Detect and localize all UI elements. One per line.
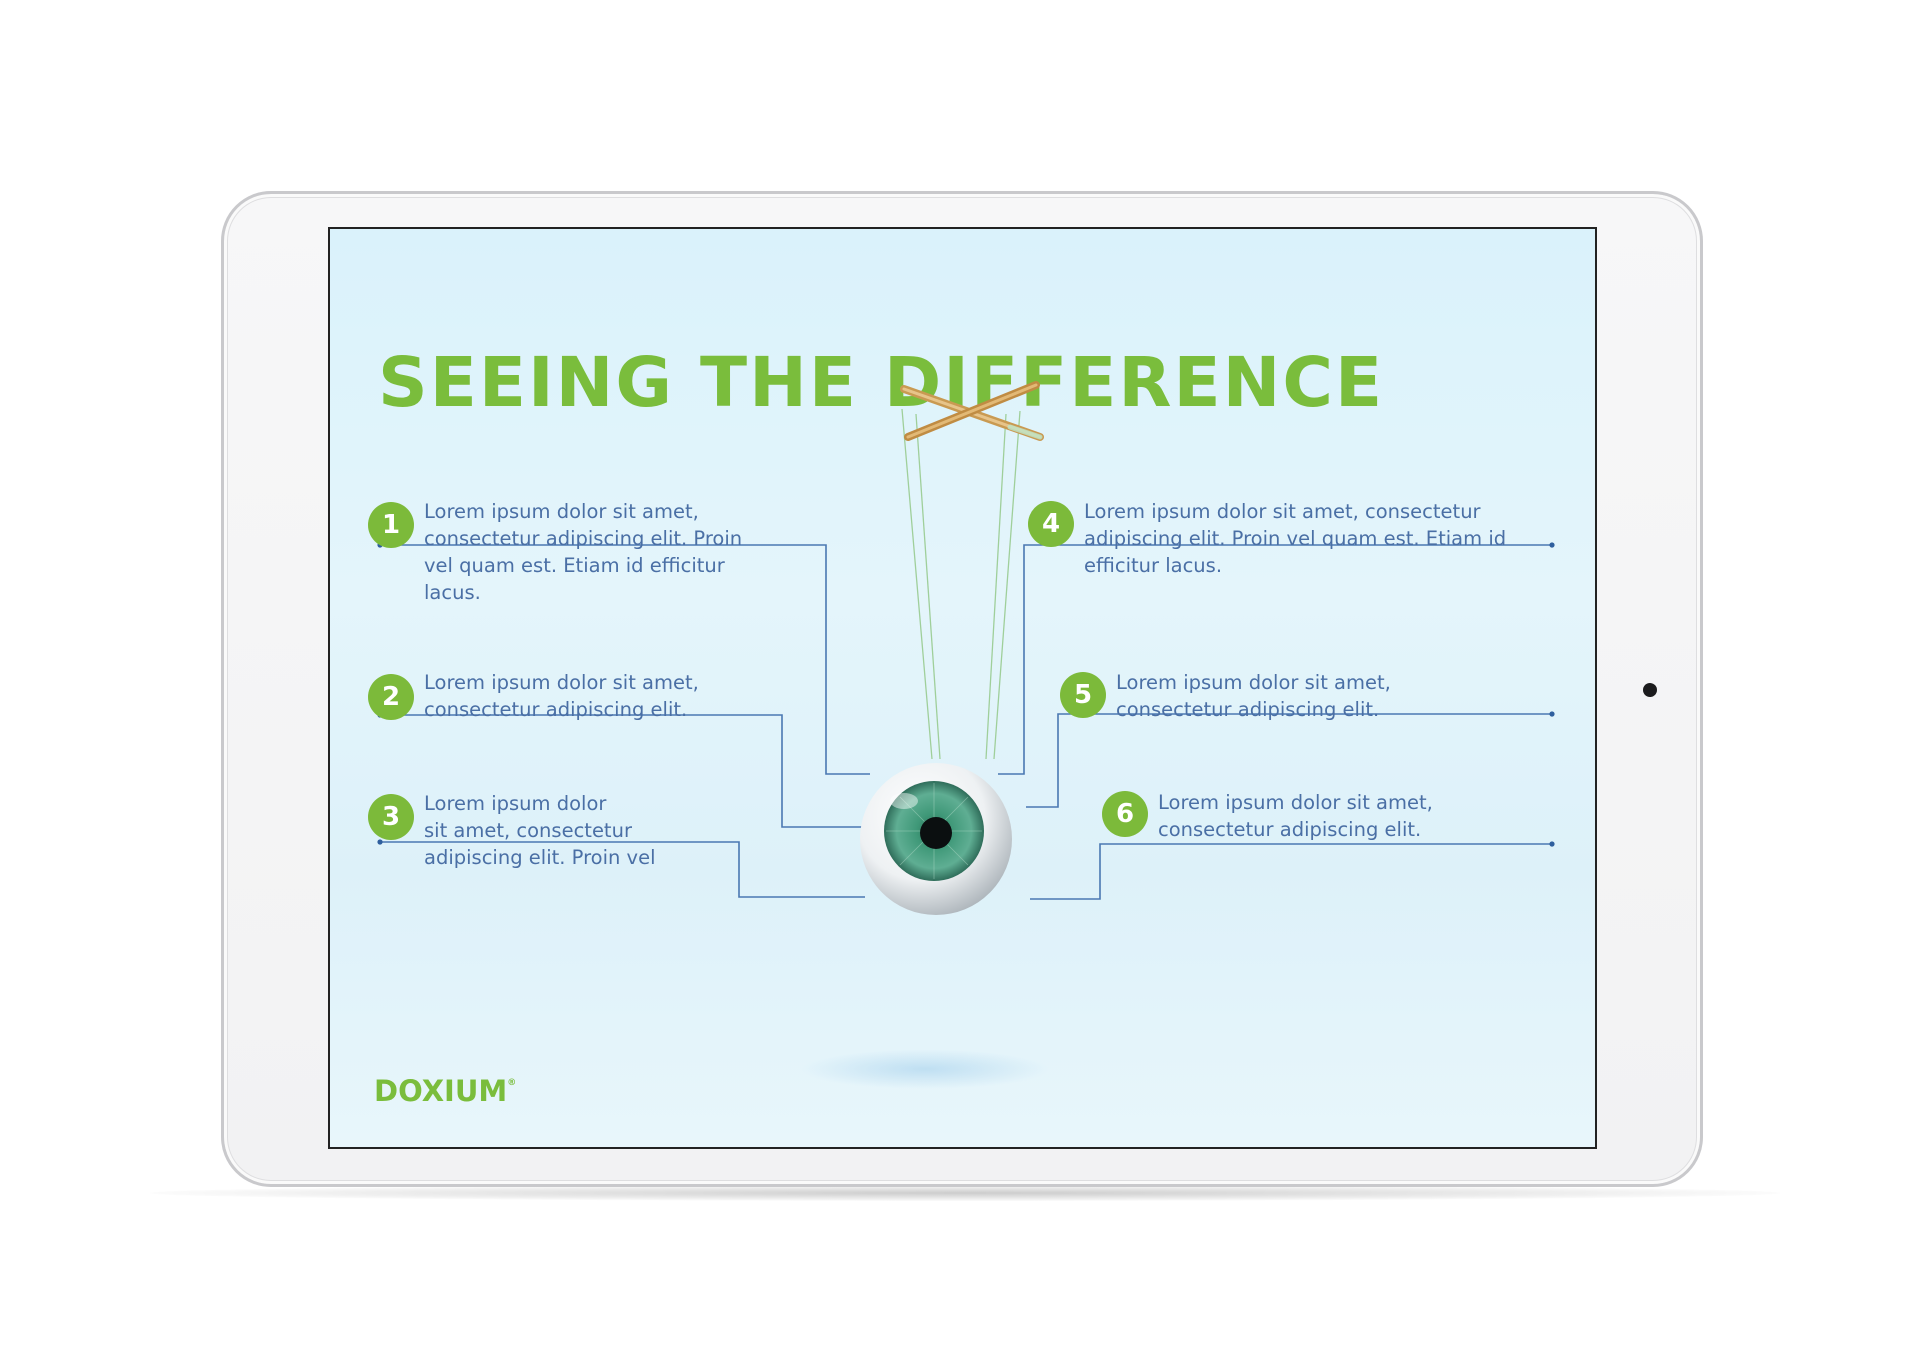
connector-5: [1026, 713, 1552, 808]
doxium-logo: DOXIUM®: [374, 1077, 516, 1106]
connector-lines: [377, 408, 1555, 900]
connector-6: [1030, 843, 1552, 900]
connector-4: [998, 544, 1552, 775]
connector-3: [380, 841, 865, 898]
connector-2: [380, 714, 866, 828]
item-2-text: Lorem ipsum dolor sit amet,consectetur a…: [424, 671, 699, 721]
camera-dot: [1643, 683, 1657, 697]
item-6-text: Lorem ipsum dolor sit amet,consectetur a…: [1158, 791, 1433, 841]
item-3-badge: 3: [368, 794, 414, 840]
item-2-badge: 2: [368, 674, 414, 720]
item-1-text: Lorem ipsum dolor sit amet,consectetur a…: [424, 500, 743, 604]
slide-screen: SEEING THE DIFFERENCE: [328, 227, 1597, 1149]
item-1-badge: 1: [368, 502, 414, 548]
device-shadow: [150, 1185, 1780, 1201]
item-5-badge: 5: [1060, 672, 1106, 718]
eyeball-icon: [860, 763, 1012, 915]
floor-glow: [800, 1049, 1050, 1089]
item-6-badge: 6: [1102, 791, 1148, 837]
connector-1: [380, 544, 870, 775]
logo-registered-mark: ®: [507, 1078, 517, 1088]
slide-title: SEEING THE DIFFERENCE: [378, 343, 1385, 423]
item-5-text: Lorem ipsum dolor sit amet,consectetur a…: [1116, 671, 1391, 721]
item-4-badge: 4: [1028, 501, 1074, 547]
logo-text: DOXIUM: [374, 1074, 508, 1108]
marionette-cross-icon: [900, 381, 1044, 441]
